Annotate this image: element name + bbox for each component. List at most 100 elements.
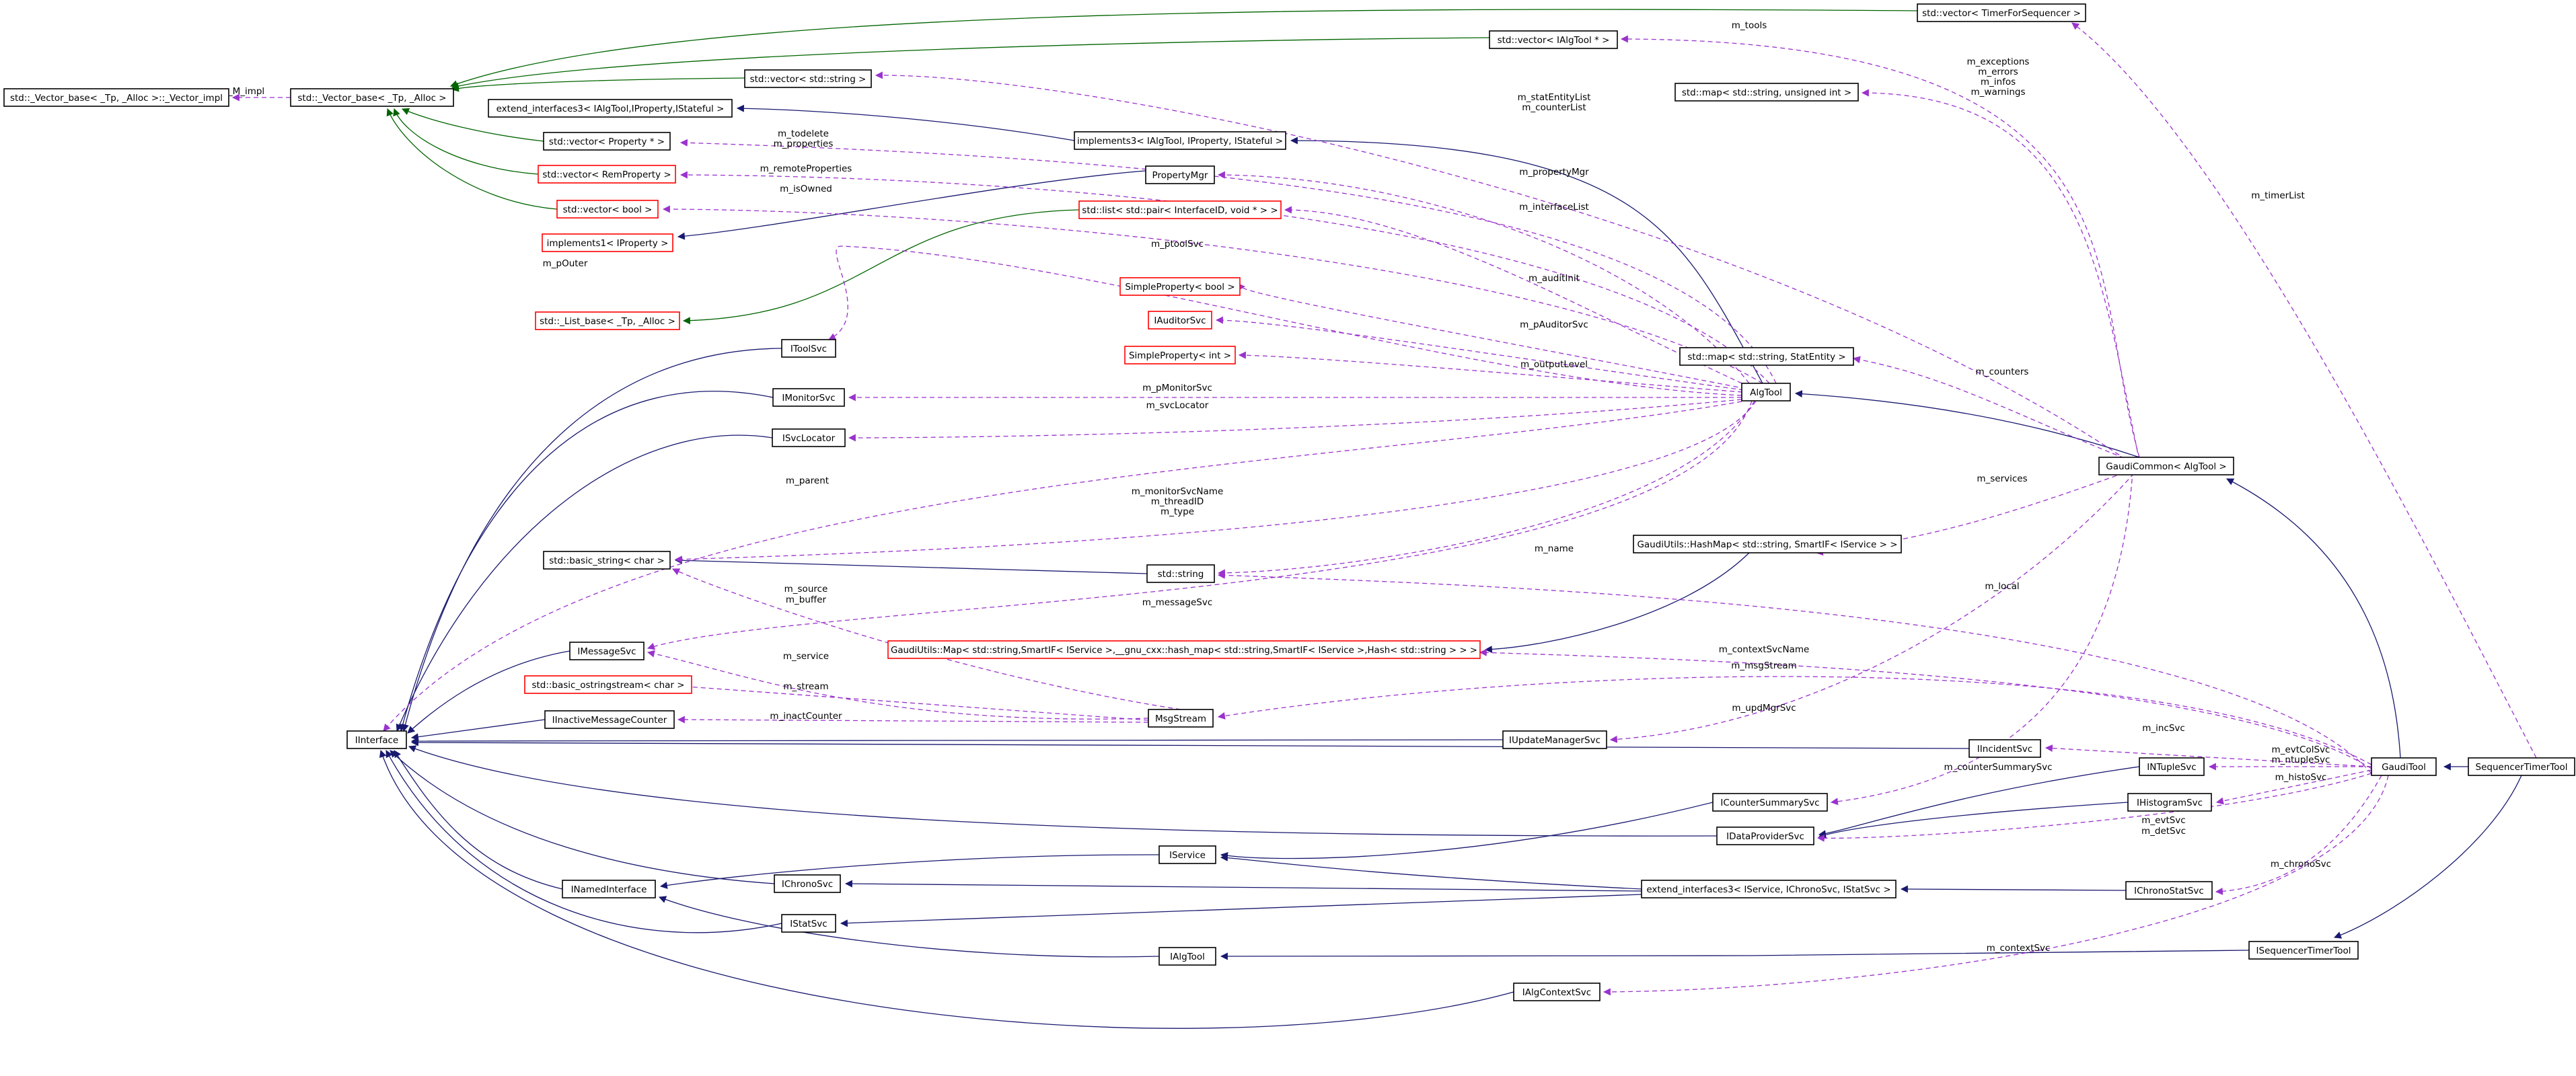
class-node-istatsvc[interactable]: IStatSvc bbox=[781, 914, 836, 933]
inheritance-edge bbox=[1220, 802, 1714, 859]
class-node-sequencertimertool[interactable]: SequencerTimerTool bbox=[2468, 757, 2575, 776]
class-node-vector-property[interactable]: std::vector< Property * > bbox=[543, 132, 671, 151]
class-node-ialgtool[interactable]: IAlgTool bbox=[1158, 947, 1216, 966]
class-node-inamedinterface[interactable]: INamedInterface bbox=[562, 880, 656, 898]
class-node-label: implements1< IProperty > bbox=[547, 238, 669, 249]
class-node-vector-impl[interactable]: std::_Vector_base< _Tp, _Alloc >::_Vecto… bbox=[3, 88, 229, 107]
class-node-gaudicommon[interactable]: GaudiCommon< AlgTool > bbox=[2098, 457, 2234, 475]
class-node-box bbox=[887, 640, 1481, 659]
class-node-idataprovidersvc[interactable]: IDataProviderSvc bbox=[1716, 827, 1814, 845]
class-node-ichronosvc[interactable]: IChronoSvc bbox=[774, 874, 841, 893]
class-node-map-stat[interactable]: std::map< std::string, StatEntity > bbox=[1679, 347, 1854, 366]
class-node-std-string[interactable]: std::string bbox=[1146, 564, 1215, 583]
edge-label-m-counterlist: m_counterList bbox=[1522, 102, 1586, 113]
class-node-list-pair[interactable]: std::list< std::pair< InterfaceID, void … bbox=[1078, 200, 1282, 219]
class-node-iinactivemessagecounter[interactable]: IInactiveMessageCounter bbox=[544, 710, 675, 729]
class-node-label: IChronoSvc bbox=[782, 879, 833, 890]
inheritance-edge bbox=[844, 880, 1642, 892]
class-node-simplepropertyint[interactable]: SimpleProperty< int > bbox=[1124, 346, 1236, 364]
usage-edge bbox=[672, 568, 1181, 710]
class-node-label: AlgTool bbox=[1750, 387, 1782, 398]
class-node-label: IDataProviderSvc bbox=[1726, 831, 1804, 842]
class-node-iinterface[interactable]: IInterface bbox=[346, 730, 407, 749]
class-node-ialgcontextsvc[interactable]: IAlgContextSvc bbox=[1513, 983, 1600, 1001]
usage-edge bbox=[383, 401, 1742, 732]
class-node-box bbox=[1124, 346, 1236, 364]
inheritance-edge bbox=[390, 750, 775, 884]
class-node-vector-base[interactable]: std::_Vector_base< _Tp, _Alloc > bbox=[290, 88, 454, 107]
class-node-basic-string[interactable]: std::basic_string< char > bbox=[543, 551, 671, 570]
usage-edge bbox=[1217, 171, 1750, 384]
node-layer: SequencerTimerTool GaudiToolISequencerTim… bbox=[3, 3, 2575, 1001]
class-node-iincidentsvc[interactable]: IIncidentSvc bbox=[1968, 739, 2041, 758]
class-node-isequencertimertool[interactable]: ISequencerTimerTool bbox=[2248, 941, 2359, 960]
class-node-basic-ostringstream[interactable]: std::basic_ostringstream< char > bbox=[524, 675, 692, 694]
inheritance-edge bbox=[379, 749, 1514, 1029]
usage-edge bbox=[1479, 648, 2372, 769]
edge-label-m-ntuplesvc: m_ntupleSvc bbox=[2272, 755, 2330, 765]
class-node-label: GaudiCommon< AlgTool > bbox=[2106, 461, 2226, 472]
class-node-icountersummarysvc[interactable]: ICounterSummarySvc bbox=[1712, 793, 1828, 812]
class-node-box bbox=[772, 428, 846, 447]
class-node-propertymgr[interactable]: PropertyMgr bbox=[1145, 165, 1215, 184]
class-node-extend-ialgtool[interactable]: extend_interfaces3< IAlgTool,IProperty,I… bbox=[488, 99, 733, 118]
class-node-intuplesvc[interactable]: INTupleSvc bbox=[2139, 757, 2205, 776]
edge-label-m-evtcolsvc: m_evtColSvc bbox=[2272, 744, 2330, 755]
usage-edge bbox=[1830, 470, 2133, 806]
class-node-list-base[interactable]: std::_List_base< _Tp, _Alloc > bbox=[535, 311, 680, 330]
usage-edge bbox=[1217, 400, 1755, 577]
class-node-map-string-uint[interactable]: std::map< std::string, unsigned int > bbox=[1675, 83, 1859, 102]
class-node-label: PropertyMgr bbox=[1152, 170, 1208, 181]
class-node-box bbox=[1148, 709, 1214, 728]
class-node-algtool[interactable]: AlgTool bbox=[1741, 383, 1791, 401]
inheritance-edge bbox=[1900, 885, 2127, 893]
class-node-imonitorsvc[interactable]: IMonitorSvc bbox=[772, 388, 845, 407]
class-node-box bbox=[1158, 845, 1216, 864]
class-node-implements3[interactable]: implements3< IAlgTool, IProperty, IState… bbox=[1074, 131, 1286, 150]
edge-label-m-auditinit: m_auditInit bbox=[1529, 273, 1580, 284]
usage-edge bbox=[2215, 775, 2382, 895]
class-node-gaudimap[interactable]: GaudiUtils::Map< std::string,SmartIF< IS… bbox=[887, 640, 1481, 659]
class-node-label: SimpleProperty< bool > bbox=[1125, 282, 1235, 293]
class-node-label: std::vector< IAlgTool * > bbox=[1498, 35, 1610, 46]
inheritance-edge bbox=[659, 854, 1160, 889]
class-node-label: implements3< IAlgTool, IProperty, IState… bbox=[1077, 136, 1283, 147]
edge-label-m-countersummarysvc: m_counterSummarySvc bbox=[1944, 762, 2052, 773]
class-node-vector-bool[interactable]: std::vector< bool > bbox=[556, 200, 659, 219]
class-node-vector-ialgtool[interactable]: std::vector< IAlgTool * > bbox=[1489, 30, 1618, 49]
class-node-isvclocator[interactable]: ISvcLocator bbox=[772, 428, 846, 447]
inheritance-edge bbox=[658, 896, 1160, 958]
class-node-itoolsvc[interactable]: IToolSvc bbox=[781, 339, 836, 358]
class-node-box bbox=[781, 339, 836, 358]
class-node-ichronostatsvc[interactable]: IChronoStatSvc bbox=[2125, 881, 2213, 900]
class-node-vector-remproperty[interactable]: std::vector< RemProperty > bbox=[538, 165, 676, 184]
edge-label-m-service: m_service bbox=[783, 651, 829, 662]
usage-edge bbox=[2215, 769, 2372, 805]
usage-edge bbox=[875, 71, 2133, 465]
inheritance-edge bbox=[1818, 766, 2140, 838]
class-node-extend-iservice[interactable]: extend_interfaces3< IService, IChronoSvc… bbox=[1641, 880, 1897, 898]
class-node-msgstream[interactable]: MsgStream bbox=[1148, 709, 1214, 728]
class-node-imessagesvc[interactable]: IMessageSvc bbox=[569, 642, 645, 660]
inheritance-edge bbox=[396, 434, 773, 732]
class-node-hashmap[interactable]: GaudiUtils::HashMap< std::string, SmartI… bbox=[1633, 535, 1902, 553]
class-node-label: GaudiTool bbox=[2382, 762, 2426, 773]
class-node-label: std::list< std::pair< InterfaceID, void … bbox=[1082, 205, 1278, 216]
class-node-gauditool[interactable]: GaudiTool bbox=[2371, 757, 2437, 776]
class-node-box bbox=[2468, 757, 2575, 776]
class-node-ihistogramsvc[interactable]: IHistogramSvc bbox=[2127, 793, 2212, 812]
class-node-iupdatemanagersvc[interactable]: IUpdateManagerSvc bbox=[1502, 730, 1607, 749]
inheritance-edge bbox=[385, 750, 782, 933]
class-node-simplepropertybool[interactable]: SimpleProperty< bool > bbox=[1119, 277, 1241, 296]
class-node-vector-timer[interactable]: std::vector< TimerForSequencer > bbox=[1917, 3, 2086, 22]
class-node-implements1[interactable]: implements1< IProperty > bbox=[542, 233, 673, 252]
class-node-iauditorsvc[interactable]: IAuditorSvc bbox=[1148, 311, 1212, 330]
class-node-label: IAuditorSvc bbox=[1154, 315, 1206, 326]
class-node-vector-string[interactable]: std::vector< std::string > bbox=[744, 69, 872, 88]
class-node-label: IAlgTool bbox=[1170, 952, 1205, 962]
edge-label-m-parent: m_parent bbox=[786, 475, 829, 486]
class-node-label: GaudiUtils::Map< std::string,SmartIF< IS… bbox=[891, 645, 1477, 656]
class-node-label: ISequencerTimerTool bbox=[2256, 946, 2351, 956]
edge-label-m-contextsvc: m_contextSvc bbox=[1987, 943, 2051, 954]
class-node-iservice[interactable]: IService bbox=[1158, 845, 1216, 864]
